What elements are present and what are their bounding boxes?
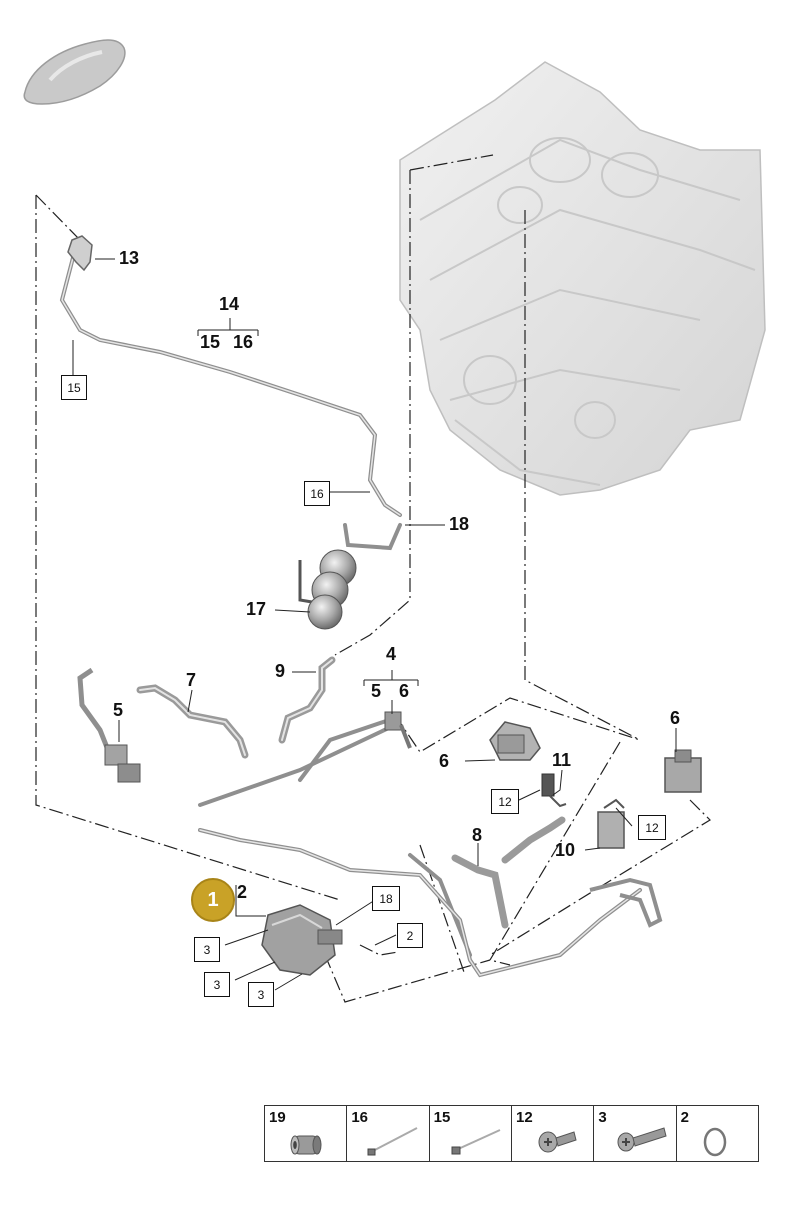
callout-2: 2 xyxy=(237,882,248,902)
boxed-ref-3-a: 3 xyxy=(194,937,220,962)
boxed-ref-3-c: 3 xyxy=(248,982,274,1007)
legend-cell-12[interactable]: 12 xyxy=(512,1106,595,1161)
leader-lines xyxy=(35,154,711,1003)
part-11-sensor xyxy=(541,773,567,808)
part-13-clip xyxy=(67,235,93,272)
legend-number: 2 xyxy=(680,1109,689,1126)
part-5-valve xyxy=(77,667,141,783)
callout-7: 7 xyxy=(186,670,197,690)
legend-number: 3 xyxy=(598,1109,607,1126)
callout-4: 4 xyxy=(386,644,397,664)
part-6-bracket-center xyxy=(489,721,541,761)
o-ring-icon xyxy=(703,1127,726,1157)
legend-number: 12 xyxy=(515,1109,533,1126)
callout-17: 17 xyxy=(246,599,267,619)
boxed-ref-3-b: 3 xyxy=(204,972,230,997)
part-10-valve xyxy=(597,798,625,849)
callout-16: 16 xyxy=(233,332,254,352)
callout-9: 9 xyxy=(275,661,286,681)
bolt-long-icon xyxy=(617,1127,667,1152)
callout-13: 13 xyxy=(119,248,140,268)
part-8-tube xyxy=(451,816,566,929)
callout-15: 15 xyxy=(200,332,221,352)
callout-6-right: 6 xyxy=(670,708,681,728)
part-17-accumulator xyxy=(298,549,357,630)
cable-tie-small-icon xyxy=(451,1129,501,1155)
callout-14: 14 xyxy=(219,294,240,314)
legend-cell-3[interactable]: 3 xyxy=(594,1106,677,1161)
right-hose-loop xyxy=(589,877,663,928)
legend-cell-15[interactable]: 15 xyxy=(430,1106,512,1161)
part-7-tube xyxy=(136,684,249,759)
part-2-vacuum-pump xyxy=(261,904,343,976)
part-9-tube xyxy=(278,656,336,744)
callout-8: 8 xyxy=(472,825,483,845)
callout-11: 11 xyxy=(552,750,572,770)
legend-number: 19 xyxy=(269,1109,286,1126)
callout-5-center: 5 xyxy=(371,681,382,701)
cable-tie-icon xyxy=(367,1127,418,1156)
callout-6-center-top: 6 xyxy=(399,681,410,701)
boxed-ref-2: 2 xyxy=(397,923,423,948)
boxed-ref-12-center: 12 xyxy=(491,789,519,814)
boxed-ref-16: 16 xyxy=(304,481,330,506)
part-4-connector xyxy=(384,711,412,749)
callout-10: 10 xyxy=(555,840,576,860)
callout-5-left: 5 xyxy=(113,700,124,720)
legend-cell-16[interactable]: 16 xyxy=(347,1106,430,1161)
bolt-short-icon xyxy=(538,1131,577,1153)
legend-number: 15 xyxy=(433,1109,451,1126)
boxed-ref-12-right: 12 xyxy=(638,815,666,840)
part-6-valve-right xyxy=(664,749,702,793)
engine-block xyxy=(399,61,766,496)
small-parts-legend: 19 16 15 12 3 xyxy=(264,1105,759,1162)
highlight-marker-1[interactable]: 1 xyxy=(191,878,235,922)
callout-6-center: 6 xyxy=(439,751,450,771)
boxed-ref-18: 18 xyxy=(372,886,400,911)
sleeve-nut-icon xyxy=(290,1135,322,1155)
callout-18: 18 xyxy=(449,514,470,534)
legend-cell-19[interactable]: 19 xyxy=(265,1106,348,1161)
boxed-ref-15: 15 xyxy=(61,375,87,400)
legend-number: 16 xyxy=(351,1109,369,1126)
callout-leaders xyxy=(72,258,677,991)
car-icon xyxy=(23,39,126,105)
legend-cell-2[interactable]: 2 xyxy=(677,1106,758,1161)
